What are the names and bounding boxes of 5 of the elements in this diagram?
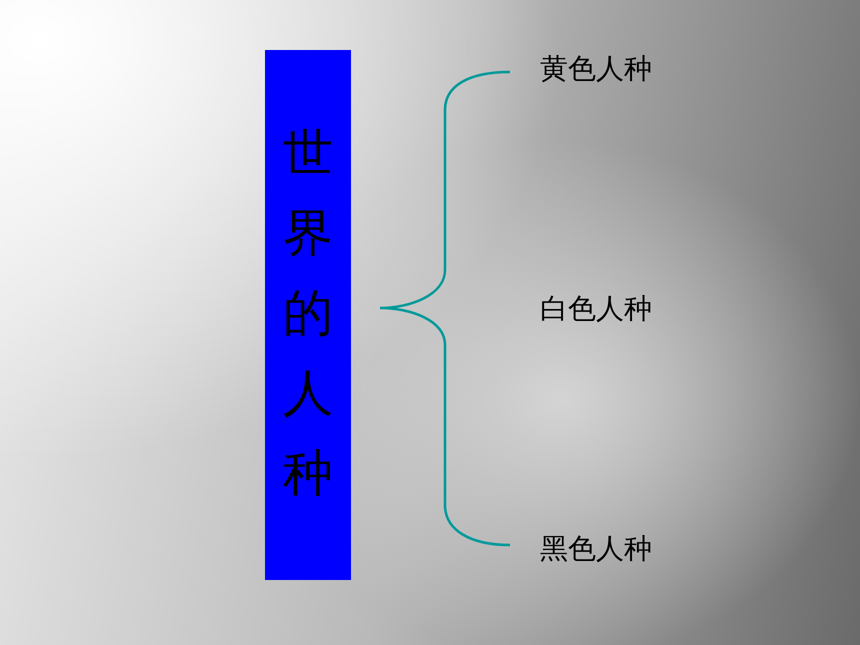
category-label: 白色人种 [540, 292, 652, 326]
title-bar [265, 50, 351, 580]
category-label: 黑色人种 [540, 532, 652, 566]
category-label: 黄色人种 [540, 52, 652, 86]
vertical-title: 世界的人种 [283, 122, 333, 504]
